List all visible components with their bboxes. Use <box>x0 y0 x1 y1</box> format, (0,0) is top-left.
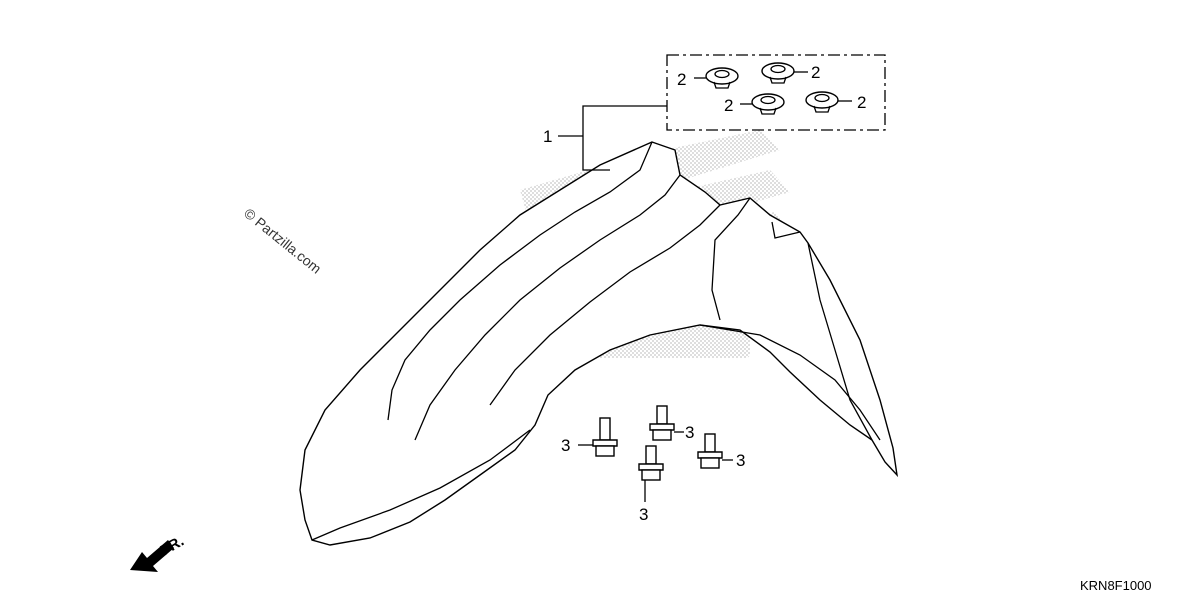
grommet-kit-box <box>666 54 886 131</box>
callout-grommet: 2 <box>724 96 733 115</box>
callout-grommet: 2 <box>811 63 820 82</box>
grommet-part[interactable] <box>751 93 785 115</box>
bolt-part[interactable] <box>697 433 723 469</box>
bolt-part[interactable] <box>649 405 675 441</box>
grommet-part[interactable] <box>805 91 839 113</box>
callout-grommet: 2 <box>677 70 686 89</box>
callout-fender: 1 <box>543 127 552 146</box>
callout-bolt: 3 <box>736 451 745 470</box>
arrow-down-left-icon <box>130 540 174 572</box>
grommet-part[interactable] <box>705 67 739 89</box>
callout-bolt: 3 <box>639 505 648 524</box>
callout-bolt: 3 <box>561 436 570 455</box>
callout-bolt: 3 <box>685 423 694 442</box>
bolt-part[interactable] <box>592 417 618 457</box>
leader-lines <box>558 71 852 502</box>
diagram-code: KRN8F1000 <box>1080 578 1152 593</box>
callout-grommet: 2 <box>857 93 866 112</box>
front-fender[interactable] <box>299 141 899 546</box>
watermark-text: © Partzilla.com <box>241 205 324 277</box>
grommet-part[interactable] <box>761 62 795 84</box>
bolt-part[interactable] <box>638 445 664 481</box>
